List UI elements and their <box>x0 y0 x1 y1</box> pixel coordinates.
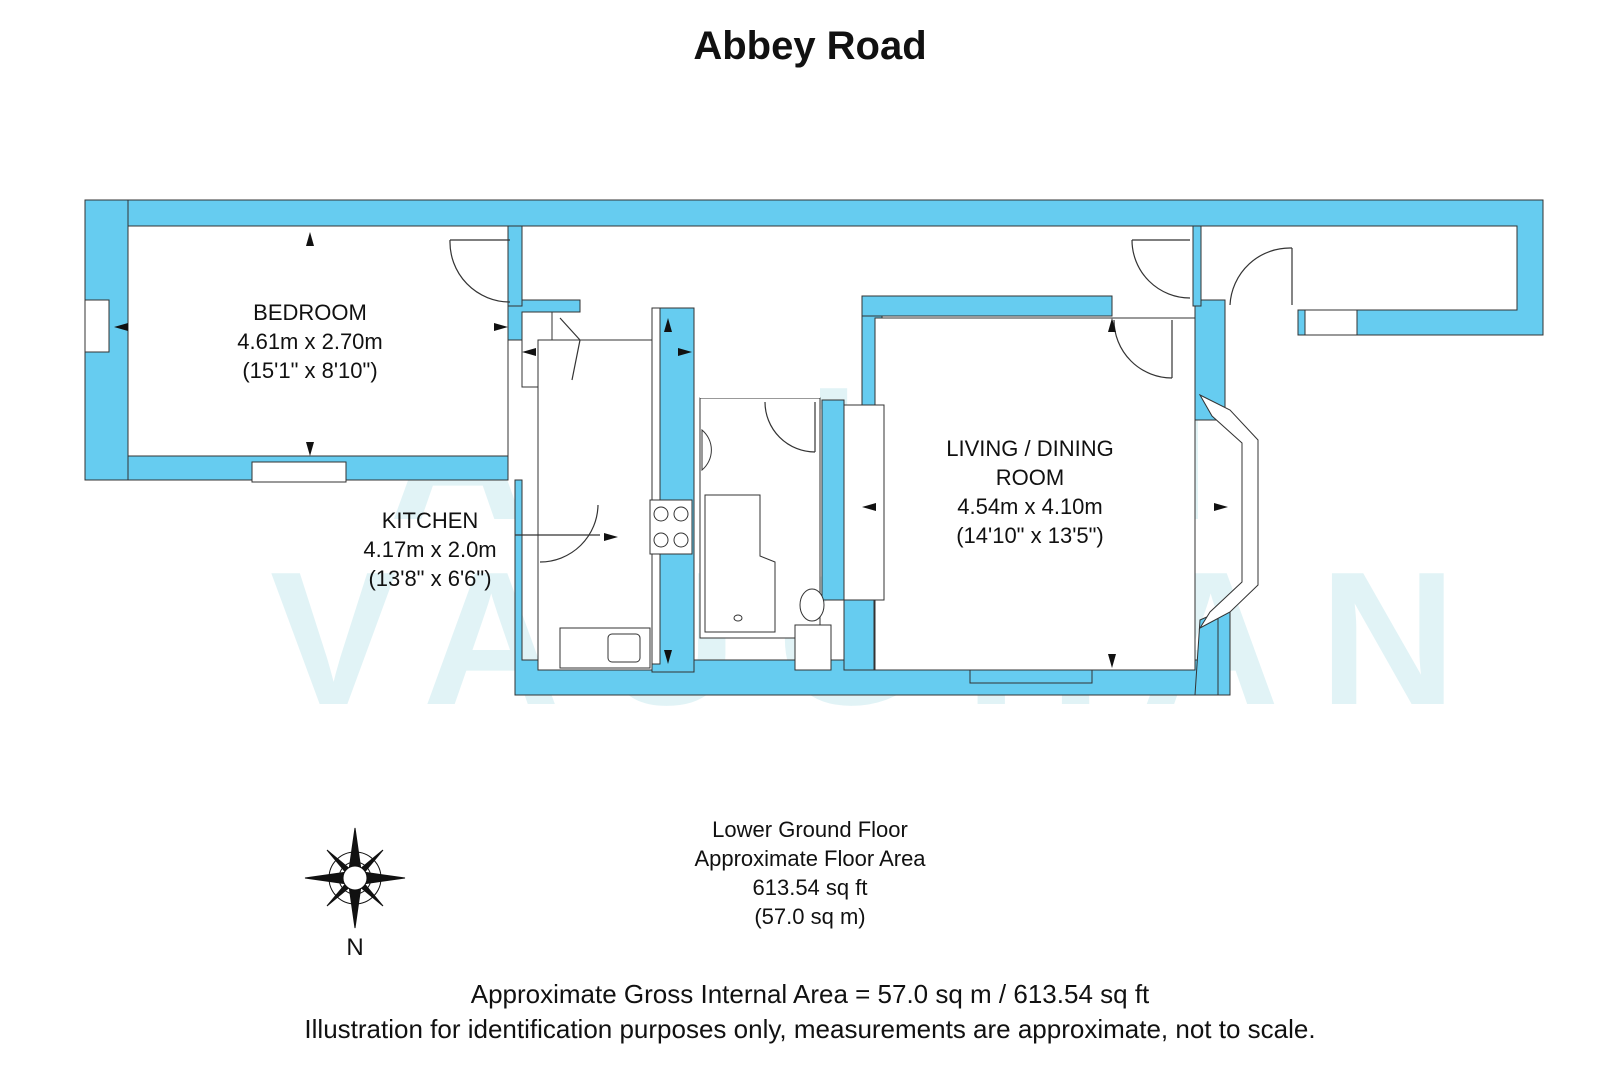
bath <box>704 494 776 633</box>
doors <box>449 239 1293 563</box>
floor-name: Lower Ground Floor <box>712 817 908 842</box>
room-imperial: (13'8" x 6'6") <box>368 566 492 591</box>
basin <box>701 428 712 472</box>
floor-area-label: Approximate Floor Area <box>694 846 926 871</box>
gross-area-footer: Approximate Gross Internal Area = 57.0 s… <box>470 979 1150 1009</box>
room-metric: 4.54m x 4.10m <box>957 494 1103 519</box>
floor-info: Lower Ground Floor Approximate Floor Are… <box>610 815 1010 931</box>
disclaimer-footer: Illustration for identification purposes… <box>304 1014 1316 1044</box>
room-label-kitchen: KITCHEN 4.17m x 2.0m (13'8" x 6'6") <box>340 506 520 593</box>
room-label-bedroom: BEDROOM 4.61m x 2.70m (15'1" x 8'10") <box>210 298 410 385</box>
north-label: N <box>346 934 364 961</box>
room-name-line-2: ROOM <box>995 465 1065 490</box>
toilet <box>799 588 825 622</box>
floors <box>127 225 1196 671</box>
windows <box>84 299 1358 630</box>
compass-icon <box>304 827 406 929</box>
room-metric: 4.61m x 2.70m <box>237 329 383 354</box>
room-imperial: (14'10" x 13'5") <box>956 523 1104 548</box>
floor-area-sqm: (57.0 sq m) <box>754 904 866 929</box>
room-label-living-dining: LIVING / DINING ROOM 4.54m x 4.10m (14'1… <box>915 434 1145 550</box>
fixtures <box>559 428 832 671</box>
plan-title: Abbey Road <box>693 24 927 68</box>
room-name-line-1: LIVING / DINING <box>946 436 1114 461</box>
room-name: KITCHEN <box>381 508 479 533</box>
hob <box>649 499 693 555</box>
room-name: BEDROOM <box>253 300 367 325</box>
room-metric: 4.17m x 2.0m <box>363 537 497 562</box>
floor-area-sqft: 613.54 sq ft <box>752 875 868 900</box>
room-imperial: (15'1" x 8'10") <box>242 358 378 383</box>
dimension-arrows <box>114 232 1228 668</box>
